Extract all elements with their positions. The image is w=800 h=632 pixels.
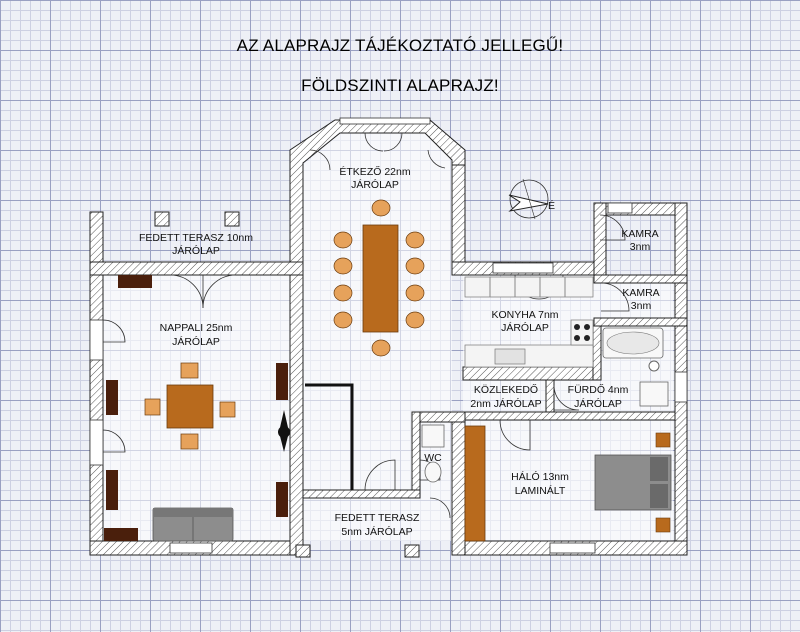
room-konyha-name: KONYHA 7nm [491, 309, 558, 321]
doors [102, 132, 630, 519]
dining-set [333, 199, 425, 357]
room-halo-name: HÁLÓ 13nm [511, 470, 569, 483]
room-kozlekedo-floor: 2nm JÁRÓLAP [470, 397, 541, 410]
living-furniture [104, 275, 290, 542]
notice-heading: AZ ALAPRAJZ TÁJÉKOZTATÓ JELLEGŰ! [236, 36, 564, 55]
bedroom-furniture [464, 425, 672, 542]
room-furdo-name: FÜRDŐ 4nm [568, 382, 629, 396]
room-kamra1-size: 3nm [630, 241, 651, 253]
kitchen-furniture [464, 276, 594, 368]
room-terasz-bottom-name: FEDETT TERASZ [335, 512, 420, 524]
living-table [166, 384, 214, 429]
sink-icon [494, 348, 526, 365]
shower-icon [639, 381, 669, 407]
room-halo-floor: LAMINÁLT [515, 484, 566, 497]
room-etkezo-floor: JÁRÓLAP [351, 178, 399, 191]
room-kamra2-size: 3nm [631, 300, 652, 312]
wc-sink-icon [421, 424, 445, 448]
room-konyha-floor: JÁRÓLAP [501, 321, 549, 334]
room-terasz-top-name: FEDETT TERASZ 10nm [139, 232, 253, 244]
room-terasz-top-floor: JÁRÓLAP [172, 244, 220, 257]
bathroom-fixtures [421, 327, 669, 483]
walls [89, 119, 688, 558]
floor-title: FÖLDSZINTI ALAPRAJZ! [301, 76, 499, 95]
stove-icon [574, 324, 580, 330]
room-furdo-floor: JÁRÓLAP [574, 397, 622, 410]
room-labels: ÉTKEZŐ 22nm JÁRÓLAP FEDETT TERASZ 10nm J… [139, 164, 660, 538]
windows [89, 117, 688, 554]
room-nappali-name: NAPPALI 25nm [160, 322, 233, 334]
room-terasz-bottom-floor: 5nm JÁRÓLAP [341, 525, 412, 538]
wardrobe [464, 425, 486, 542]
compass-north-label: É [548, 199, 555, 212]
compass: É [508, 178, 555, 220]
room-kozlekedo-name: KÖZLEKEDŐ [474, 382, 538, 396]
room-nappali-floor: JÁRÓLAP [172, 335, 220, 348]
dining-table [362, 224, 399, 333]
room-etkezo-name: ÉTKEZŐ 22nm [339, 164, 410, 178]
toilet-icon [424, 461, 442, 483]
room-wc-name: WC [424, 452, 442, 464]
room-kamra1-name: KAMRA [621, 228, 658, 240]
dining-chairs [333, 199, 425, 357]
room-kamra2-name: KAMRA [622, 287, 659, 299]
